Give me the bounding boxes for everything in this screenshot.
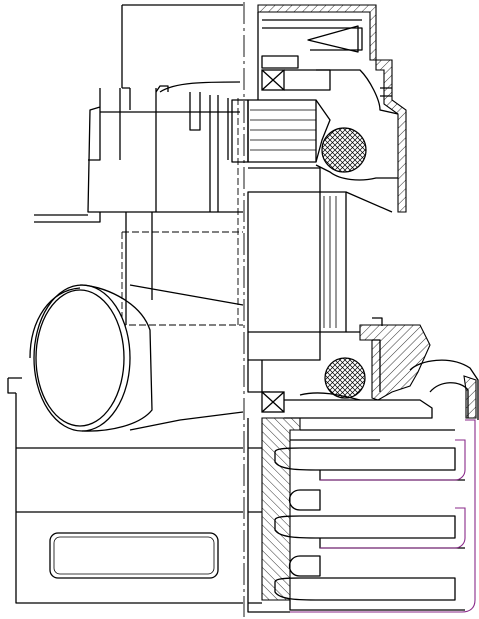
lower-bearing — [261, 391, 285, 413]
lower-housing — [15, 447, 243, 604]
impeller-hub — [261, 417, 301, 601]
brush-box-outline — [88, 88, 240, 212]
section-half — [231, 4, 479, 613]
top-cover — [121, 4, 243, 89]
side-tab — [7, 377, 22, 448]
brush-housing — [87, 88, 243, 213]
exterior-half — [7, 4, 244, 604]
field-winding-lower — [324, 357, 366, 399]
outer-shell — [290, 419, 476, 613]
housing-wall-upper — [375, 59, 407, 213]
bearing-bracket — [359, 324, 431, 401]
field-winding-upper — [321, 127, 367, 173]
housing-window — [49, 532, 219, 579]
upper-bearing — [261, 55, 331, 91]
armature — [247, 167, 393, 361]
commutator — [231, 99, 317, 163]
terminal-wire — [34, 212, 101, 223]
impeller-stack — [261, 417, 465, 611]
capacitor-drum — [29, 284, 153, 432]
